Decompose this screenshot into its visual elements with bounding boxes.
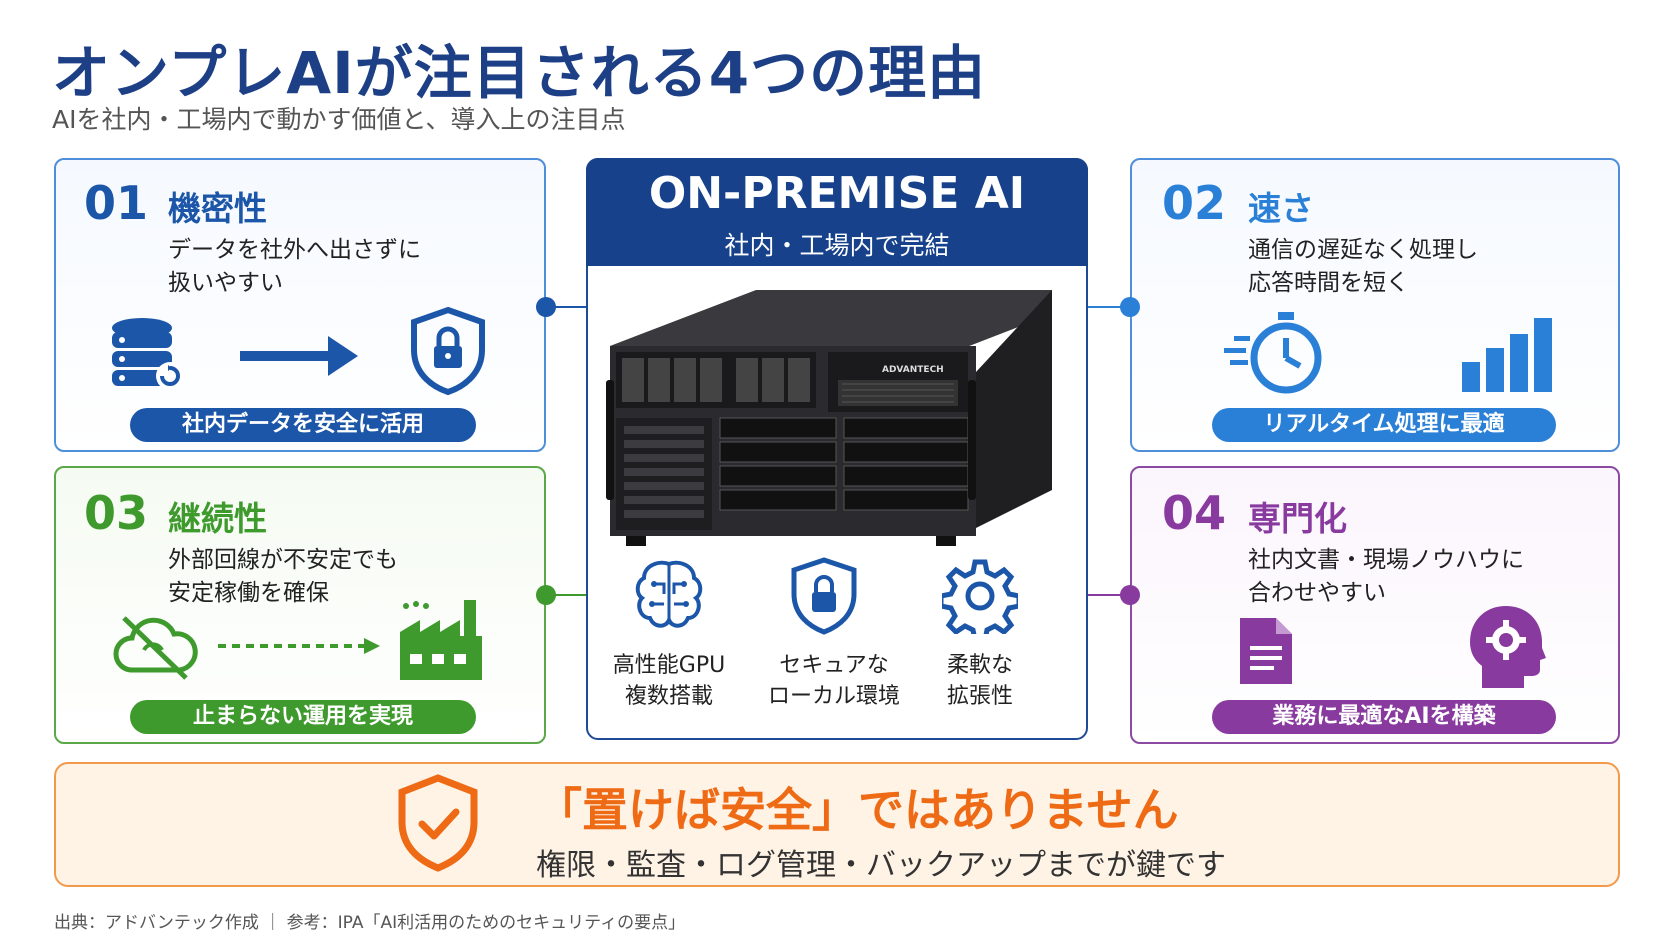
connector-dot-02 bbox=[1120, 297, 1140, 317]
stopwatch-icon bbox=[1224, 312, 1322, 394]
connector-dot-04 bbox=[1120, 585, 1140, 605]
shield-lock-icon bbox=[791, 557, 857, 635]
feature-gpu-line1: 高性能GPU bbox=[612, 653, 726, 678]
card-03-desc-line2: 安定稼働を確保 bbox=[168, 580, 329, 606]
card-01-number: 01 bbox=[84, 176, 149, 230]
card-02-desc-line1: 通信の遅延なく処理し bbox=[1248, 237, 1478, 263]
brain-icon bbox=[635, 560, 703, 628]
center-title: ON-PREMISE AI bbox=[648, 168, 1026, 219]
card-04-pill: 業務に最適なAIを構築 bbox=[1212, 700, 1556, 734]
card-04-number: 04 bbox=[1162, 486, 1227, 540]
card-confidentiality bbox=[54, 158, 546, 452]
connector-04 bbox=[1088, 594, 1130, 596]
shield-lock-icon bbox=[411, 306, 485, 396]
gear-icon bbox=[942, 559, 1018, 634]
head-gear-icon bbox=[1470, 606, 1546, 688]
card-01-title: 機密性 bbox=[168, 189, 267, 228]
bar-chart-icon bbox=[1462, 318, 1552, 392]
warning-box bbox=[54, 762, 1620, 887]
card-01-pill: 社内データを安全に活用 bbox=[130, 408, 476, 442]
card-04-desc-line2: 合わせやすい bbox=[1248, 580, 1386, 606]
connector-dot-03 bbox=[536, 585, 556, 605]
card-03-number: 03 bbox=[84, 486, 149, 540]
card-04-desc-line1: 社内文書・現場ノウハウに bbox=[1248, 547, 1524, 573]
dashed-arrow-icon bbox=[218, 638, 380, 654]
center-subtitle: 社内・工場内で完結 bbox=[724, 231, 950, 260]
card-02-desc-line2: 応答時間を短く bbox=[1248, 270, 1409, 296]
footer-source: 出典：アドバンテック作成 ｜ 参考：IPA「AI利活用のためのセキュリティの要点… bbox=[54, 913, 686, 933]
feature-secure-line2: ローカル環境 bbox=[767, 684, 900, 709]
warning-title: 「置けば安全」ではありません bbox=[536, 783, 1179, 837]
card-specialization bbox=[1130, 466, 1620, 744]
arrow-right-icon bbox=[240, 336, 358, 376]
center-header bbox=[586, 158, 1088, 266]
card-03-pill: 止まらない運用を実現 bbox=[130, 700, 476, 734]
connector-01 bbox=[546, 306, 588, 308]
connector-dot-01 bbox=[536, 297, 556, 317]
connector-02 bbox=[1088, 306, 1130, 308]
page-subtitle: AIを社内・工場内で動かす価値と、導入上の注目点 bbox=[52, 105, 626, 134]
card-02-pill: リアルタイム処理に最適 bbox=[1212, 408, 1556, 442]
card-02-number: 02 bbox=[1162, 176, 1227, 230]
document-icon bbox=[1240, 618, 1292, 684]
page-title: オンプレAIが注目される4つの理由 bbox=[52, 39, 987, 107]
card-04-title: 専門化 bbox=[1248, 499, 1347, 538]
feature-secure-line1: セキュアな bbox=[779, 653, 889, 678]
feature-scalable-line1: 柔軟な bbox=[946, 653, 1013, 678]
cloud-off-icon bbox=[113, 616, 198, 680]
card-01-desc-line2: 扱いやすい bbox=[168, 270, 283, 296]
card-03-title: 継続性 bbox=[168, 499, 267, 538]
factory-icon bbox=[400, 600, 482, 680]
connector-03 bbox=[546, 594, 588, 596]
feature-gpu-line2: 複数搭載 bbox=[624, 684, 713, 709]
card-03-desc-line1: 外部回線が不安定でも bbox=[168, 547, 398, 573]
warning-text: 権限・監査・ログ管理・バックアップまでが鍵です bbox=[536, 848, 1226, 883]
card-01-desc-line1: データを社外へ出さずに bbox=[168, 237, 421, 263]
shield-check-icon bbox=[398, 774, 478, 872]
server-image: ADVANTECH bbox=[606, 290, 1052, 546]
feature-scalable-line2: 拡張性 bbox=[946, 684, 1013, 709]
database-icon bbox=[112, 318, 184, 390]
card-02-title: 速さ bbox=[1248, 189, 1314, 228]
server-brand-label: ADVANTECH bbox=[882, 365, 944, 375]
card-speed bbox=[1130, 158, 1620, 452]
